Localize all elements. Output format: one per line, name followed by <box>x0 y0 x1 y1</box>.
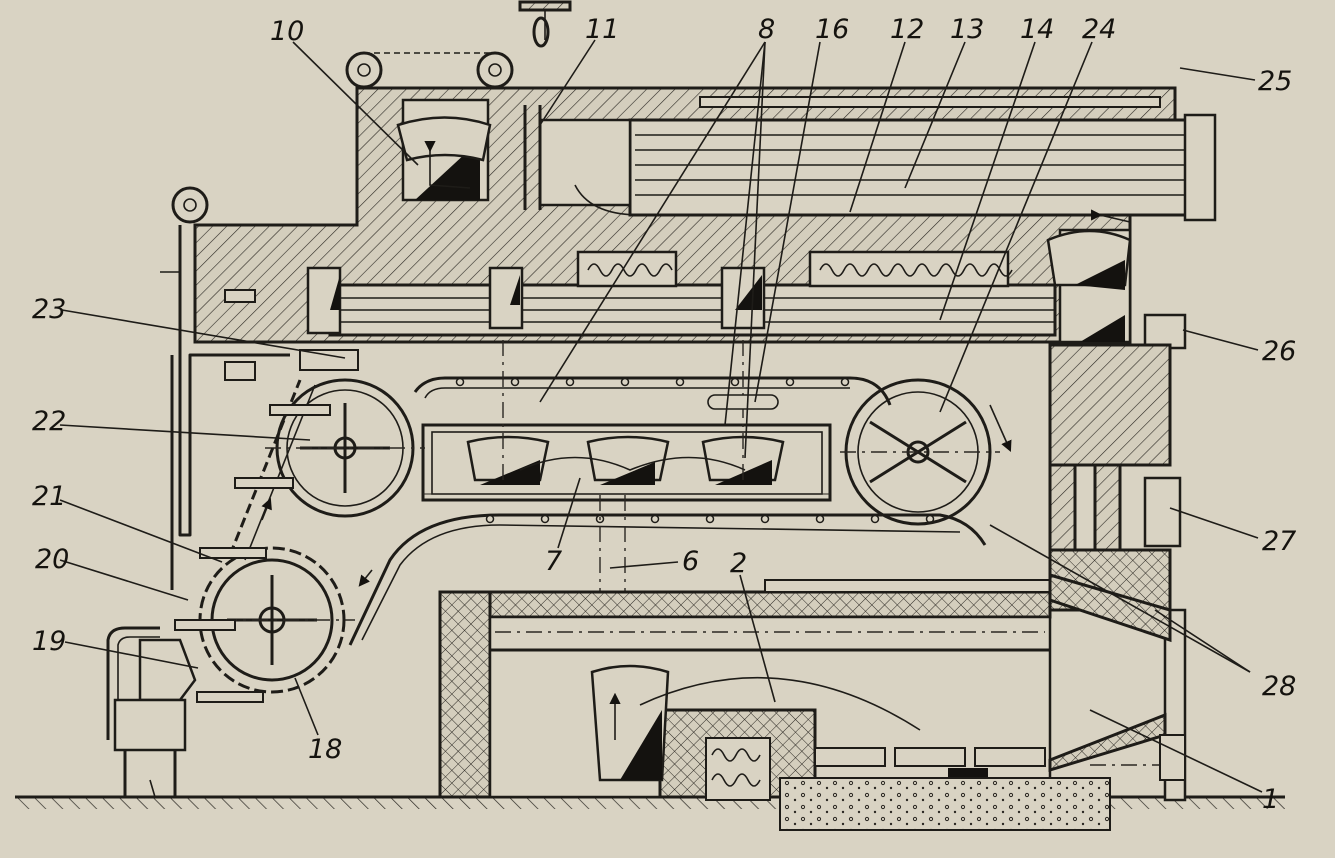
callout-2: 2 <box>730 548 747 579</box>
upper-left-drum <box>265 378 425 518</box>
callout-6: 6 <box>682 546 699 577</box>
callout-27: 27 <box>1262 526 1296 557</box>
callout-22: 22 <box>32 406 66 437</box>
drying-chamber <box>421 340 832 650</box>
right-drum <box>840 378 1000 526</box>
callout-14: 14 <box>1020 14 1054 45</box>
callout-16: 16 <box>815 14 849 45</box>
callout-23: 23 <box>32 294 66 325</box>
callout-25: 25 <box>1258 66 1292 97</box>
upper-housing <box>193 86 1217 350</box>
callout-13: 13 <box>950 14 984 45</box>
callout-28: 28 <box>1262 671 1296 702</box>
furnace <box>438 573 1186 831</box>
callout-18: 18 <box>308 734 342 765</box>
feeder-unit <box>106 626 197 798</box>
conveyor-track <box>348 376 1012 646</box>
callout-24: 24 <box>1082 14 1116 45</box>
callout-11: 11 <box>585 14 619 45</box>
callout-7: 7 <box>545 546 562 577</box>
callout-12: 12 <box>890 14 924 45</box>
callout-20: 20 <box>35 544 69 575</box>
loading-elevator <box>174 379 331 703</box>
callout-1: 1 <box>1262 784 1279 815</box>
callout-26: 26 <box>1262 336 1296 367</box>
callout-19: 19 <box>32 626 66 657</box>
callout-21: 21 <box>32 481 66 512</box>
callouts: 1 2 6 7 8 10 11 12 13 14 16 18 19 20 21 … <box>32 14 1296 815</box>
leader-lines <box>59 39 1263 793</box>
callout-10: 10 <box>270 16 304 47</box>
top-rollers <box>171 0 572 224</box>
callout-8: 8 <box>758 14 775 45</box>
